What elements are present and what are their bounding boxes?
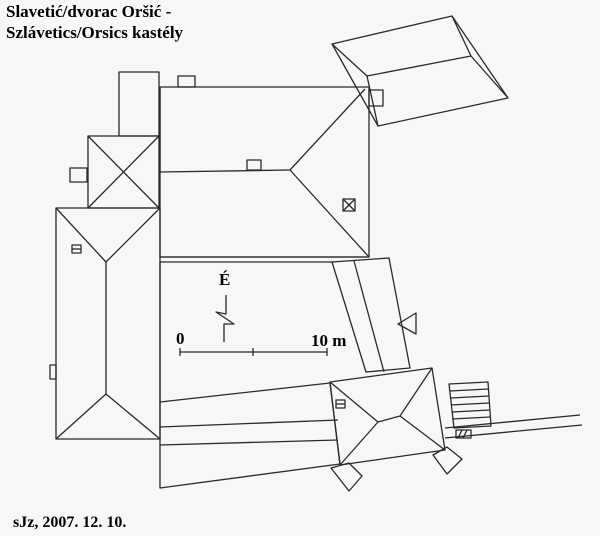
north-wing [159, 86, 370, 258]
scale-start-label: 0 [176, 329, 185, 348]
scale-end-label: 10 m [311, 331, 347, 350]
square-marker-icon [342, 198, 356, 212]
courtyard [159, 261, 334, 402]
triangle-marker-icon [397, 312, 417, 335]
north-label: É [219, 270, 231, 289]
tower-stub [118, 71, 160, 137]
title-line-1: Slavetić/dvorac Oršić - [6, 2, 172, 21]
north-arrow-icon [215, 295, 235, 342]
scale-bar [179, 348, 328, 356]
stair-icon [448, 381, 492, 439]
boundary-wall [444, 414, 583, 439]
detached-building [331, 15, 509, 127]
east-gallery [331, 257, 411, 373]
chimney-icon [49, 75, 384, 409]
south-wing [159, 382, 341, 489]
southeast-tower [329, 367, 463, 492]
corner-tower [87, 135, 160, 209]
west-wing [55, 207, 161, 440]
title-line-2: Szlávetics/Orsics kastély [6, 23, 184, 42]
footer-credit: sJz, 2007. 12. 10. [13, 514, 127, 531]
